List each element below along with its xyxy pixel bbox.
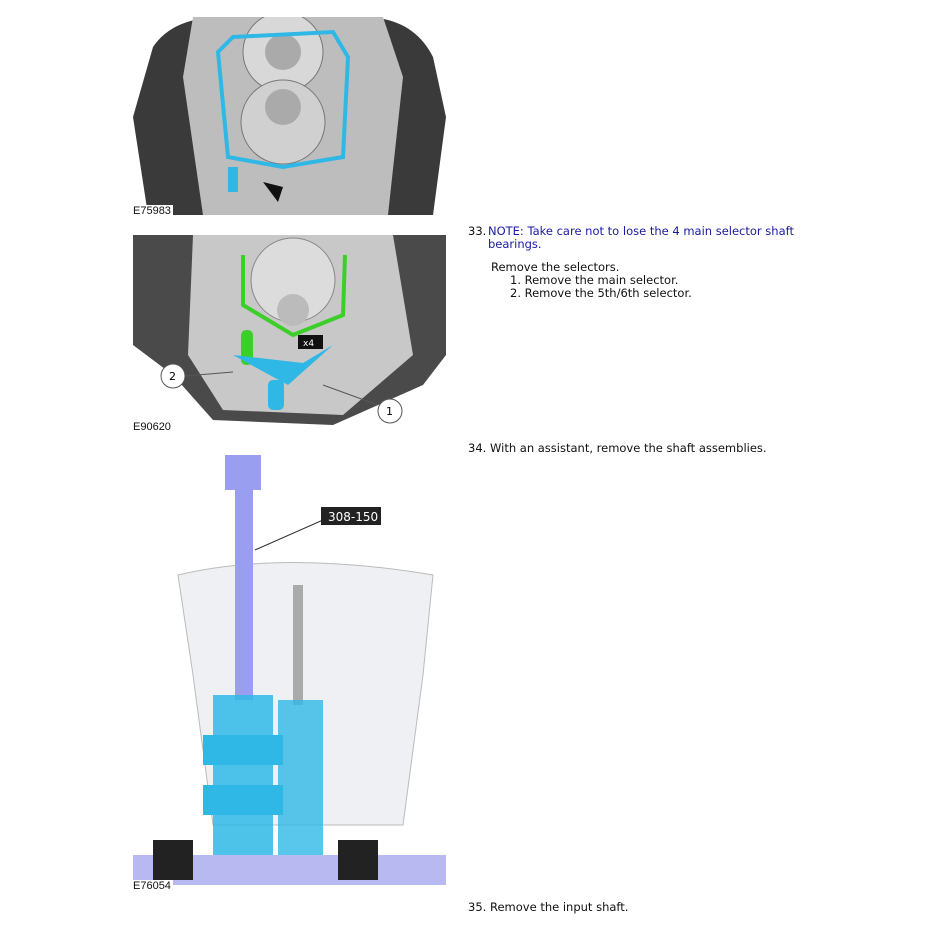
step-text: Remove the input shaft. — [490, 900, 629, 914]
step-33: 33.NOTE: Take care not to lose the 4 mai… — [468, 225, 818, 300]
step-number: 35. — [468, 900, 487, 914]
list-item: 1. Remove the main selector. — [510, 273, 679, 287]
callout-1: 1 — [386, 405, 393, 418]
figure-gearbox-top — [133, 17, 446, 215]
figure-id: E75983 — [131, 205, 173, 217]
list-item: 2. Remove the 5th/6th selector. — [510, 286, 692, 300]
step-number: 34. — [468, 441, 487, 455]
step-note: NOTE: Take care not to lose the 4 main s… — [487, 224, 794, 251]
tool-label: 308-150 — [328, 510, 378, 524]
step-34: 34.With an assistant, remove the shaft a… — [468, 442, 818, 455]
step-text: With an assistant, remove the shaft asse… — [490, 441, 767, 455]
figure-id: E90620 — [131, 421, 173, 433]
figure-shaft-removal: 308-150 — [133, 455, 446, 890]
step-35: 35.Remove the input shaft. — [468, 901, 818, 914]
callout-2: 2 — [169, 370, 176, 383]
quantity-badge: x4 — [303, 339, 314, 349]
figure-id: E76054 — [131, 880, 173, 892]
figure-selectors: x4 2 1 — [133, 235, 446, 425]
step-text: Remove the selectors. — [491, 260, 620, 274]
step-number: 33. — [468, 224, 487, 238]
